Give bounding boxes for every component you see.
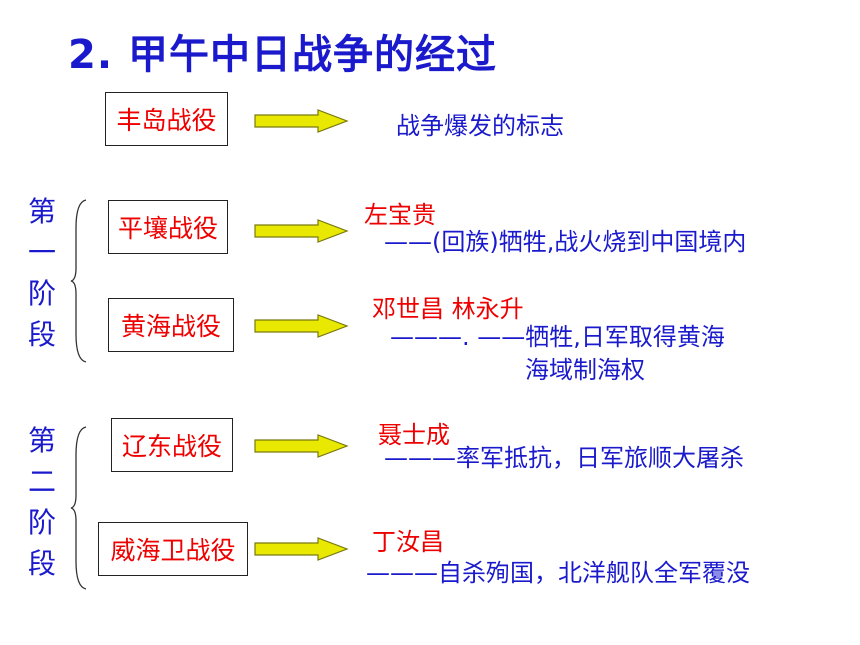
battle-person-pingrang: 左宝贵	[364, 201, 436, 229]
stage-char: 阶	[27, 506, 56, 539]
stage-char: 阶	[27, 277, 56, 310]
battle-person-weihaiwei: 丁汝昌	[372, 528, 444, 556]
battle-box-huanghai: 黄海战役	[108, 298, 234, 352]
battle-box-weihaiwei: 威海卫战役	[98, 522, 248, 576]
battle-box-liaodong: 辽东战役	[111, 418, 233, 472]
arrow-icon	[254, 109, 349, 133]
battle-desc-pingrang: ——(回族)牺牲,战火烧到中国境内	[384, 228, 747, 256]
battle-person-huanghai: 邓世昌 林永升	[372, 295, 524, 323]
stage-char: 第	[27, 424, 56, 457]
stage-char: 第	[27, 195, 56, 228]
battle-desc-fengdao: 战争爆发的标志	[396, 112, 564, 140]
arrow-icon	[254, 219, 349, 243]
stage-two-label: 第 二 阶 段	[25, 420, 59, 584]
stage-char: 二	[27, 465, 56, 498]
battle-person-liaodong: 聂士成	[378, 421, 450, 449]
battle-desc-weihaiwei: ———自杀殉国，北洋舰队全军覆没	[366, 559, 750, 587]
stage-one-label: 第 一 阶 段	[25, 191, 59, 355]
arrow-icon	[254, 537, 349, 561]
battle-desc-huanghai: ———. ——牺牲,日军取得黄海	[390, 323, 725, 351]
battle-box-fengdao: 丰岛战役	[105, 92, 228, 146]
stage-two-brace	[70, 426, 87, 590]
arrow-icon	[254, 314, 349, 338]
stage-char: 段	[27, 547, 56, 580]
stage-char: 一	[27, 236, 56, 269]
battle-desc-liaodong: ———率军抵抗，日军旅顺大屠杀	[384, 444, 744, 472]
stage-char: 段	[27, 318, 56, 351]
arrow-icon	[254, 434, 349, 458]
stage-one-brace	[70, 199, 87, 363]
page-title: 2. 甲午中日战争的经过	[68, 32, 497, 78]
battle-box-pingrang: 平壤战役	[108, 200, 228, 254]
battle-desc-huanghai-cont: 海域制海权	[525, 356, 645, 384]
